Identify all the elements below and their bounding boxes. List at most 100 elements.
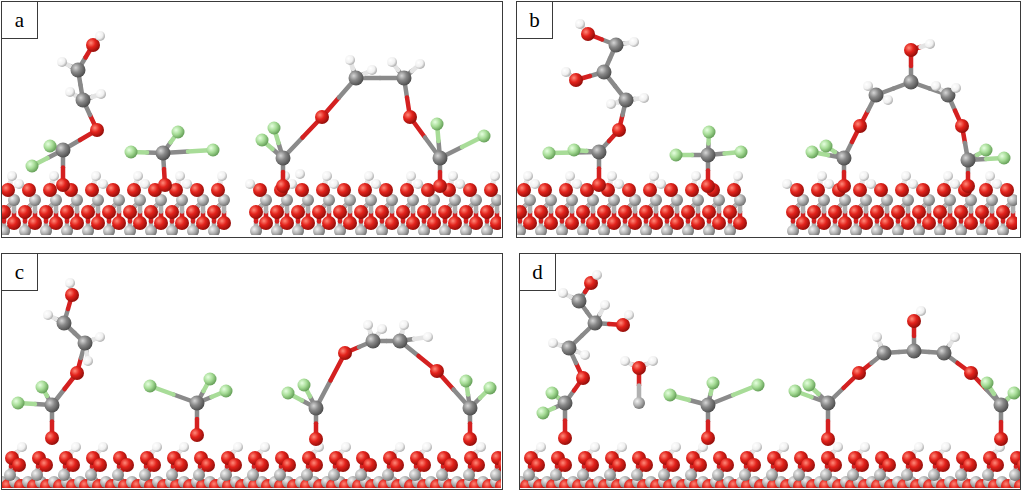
atom-ball — [658, 469, 670, 481]
atom-ball — [255, 458, 269, 472]
atom-ball — [39, 458, 53, 472]
atom-ball — [779, 442, 789, 452]
atom-ball — [49, 171, 59, 181]
atom-ball — [280, 216, 294, 230]
atom-ball — [964, 216, 978, 230]
atom-ball — [83, 356, 93, 366]
atom-ball — [558, 288, 568, 298]
atom-ball — [476, 442, 486, 452]
atom-ball — [7, 216, 21, 230]
atom-ball — [796, 216, 810, 230]
atom-ball — [912, 205, 926, 219]
atom-ball — [144, 205, 158, 219]
atom-ball — [838, 216, 852, 230]
panel-artwork — [520, 270, 1020, 488]
atom-ball — [859, 216, 873, 230]
atom-ball — [12, 397, 25, 410]
atom-ball — [558, 431, 572, 445]
atom-ball — [106, 183, 120, 197]
atom-ball — [395, 442, 405, 452]
atom-ball — [979, 183, 993, 197]
atom-ball — [490, 216, 501, 230]
atom-ball — [333, 205, 347, 219]
atom-ball — [96, 89, 106, 99]
atom-ball — [81, 205, 95, 219]
atom-ball — [322, 171, 332, 181]
atom-ball — [44, 140, 57, 153]
atom-ball — [65, 87, 75, 97]
atom-ball — [328, 469, 340, 481]
atom-ball — [580, 183, 594, 197]
atom-ball — [628, 216, 642, 230]
atom-ball — [379, 183, 393, 197]
atom-ball — [670, 216, 684, 230]
atom-ball — [901, 469, 913, 481]
atom-ball — [207, 205, 221, 219]
atom-ball — [382, 469, 394, 481]
atom-ball — [366, 334, 381, 349]
atom-ball — [165, 205, 179, 219]
atom-ball — [622, 183, 636, 197]
atom-ball — [390, 458, 404, 472]
atom-ball — [985, 216, 999, 230]
atom-ball — [385, 216, 399, 230]
atom-ball — [916, 183, 930, 197]
atom-ball — [901, 216, 915, 230]
atom-ball — [175, 171, 185, 181]
atom-ball — [17, 442, 27, 452]
atom-ball — [660, 205, 674, 219]
atom-ball — [883, 95, 893, 105]
atom-ball — [39, 205, 53, 219]
atom-ball — [569, 73, 583, 87]
atom-ball — [1006, 216, 1017, 230]
atom-ball — [298, 379, 311, 392]
atom-ball — [371, 179, 381, 189]
atom-ball — [276, 151, 291, 166]
atom-ball — [544, 216, 558, 230]
atom-ball — [747, 458, 761, 472]
atom-ball — [811, 183, 825, 197]
atom-ball — [301, 469, 313, 481]
atom-ball — [217, 216, 231, 230]
atom-ball — [233, 442, 243, 452]
atom-ball — [908, 179, 918, 189]
atom-ball — [123, 205, 137, 219]
atom-ball — [417, 458, 431, 472]
atom-ball — [349, 71, 364, 86]
atom-ball — [828, 458, 842, 472]
atom-ball — [931, 81, 941, 91]
atom-ball — [421, 183, 435, 197]
atom-ball — [315, 110, 329, 124]
atom-ball — [996, 205, 1010, 219]
atom-ball — [712, 216, 726, 230]
atom-ball — [649, 171, 659, 181]
atom-ball — [196, 216, 210, 230]
atom-ball — [270, 205, 284, 219]
atom-ball — [309, 401, 324, 416]
atom-ball — [992, 179, 1002, 189]
atom-ball — [207, 144, 220, 157]
atom-ball — [618, 205, 632, 219]
atom-ball — [849, 205, 863, 219]
atom-ball — [355, 469, 367, 481]
atom-ball — [147, 458, 161, 472]
atom-ball — [701, 148, 716, 163]
atom-ball — [98, 179, 108, 189]
atom-ball — [685, 183, 699, 197]
atom-ball — [585, 458, 599, 472]
atom-ball — [274, 469, 286, 481]
atom-ball — [329, 179, 339, 189]
atom-ball — [309, 432, 323, 446]
atom-ball — [982, 469, 994, 481]
atom-ball — [154, 216, 168, 230]
atom-ball — [375, 205, 389, 219]
atom-ball — [247, 469, 259, 481]
panel-artwork — [517, 19, 1017, 235]
atom-ball — [463, 183, 477, 197]
atom-ball — [211, 183, 225, 197]
atom-ball — [548, 338, 558, 348]
atom-ball — [291, 205, 305, 219]
atom-ball — [870, 205, 884, 219]
atom-ball — [941, 442, 951, 452]
atom-ball — [853, 119, 867, 133]
